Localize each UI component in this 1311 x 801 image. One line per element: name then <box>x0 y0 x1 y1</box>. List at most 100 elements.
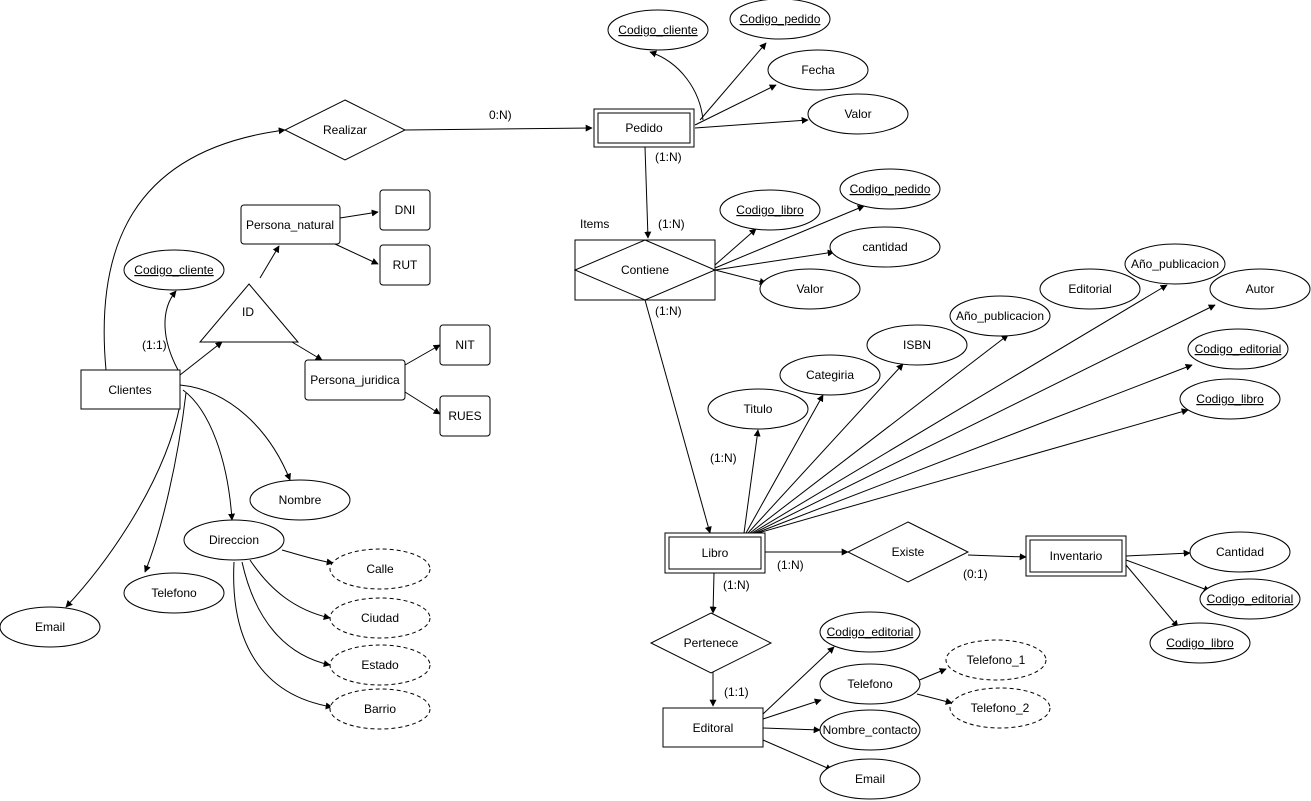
edge-id-persona-juridica <box>291 341 323 361</box>
attribute-items-codigo-pedido-label: Codigo_pedido <box>850 182 931 196</box>
entity-inventario[interactable]: Inventario <box>1025 535 1127 577</box>
attribute-pedido-codigo-cliente-label: Codigo_cliente <box>618 23 698 37</box>
attribute-pedido-fecha[interactable]: Fecha <box>767 49 869 91</box>
attribute-pedido-codigo-pedido[interactable]: Codigo_pedido <box>729 0 831 40</box>
attribute-libro-codigo-libro[interactable]: Codigo_libro <box>1179 378 1281 420</box>
attribute-editoral-email[interactable]: Email <box>819 758 921 800</box>
attribute-inventario-codigo-libro[interactable]: Codigo_libro <box>1149 622 1251 664</box>
attribute-inventario-cantidad-label: Cantidad <box>1216 545 1264 559</box>
entity-pedido[interactable]: Pedido <box>593 108 695 148</box>
attribute-items-valor[interactable]: Valor <box>759 268 861 310</box>
relationship-existe[interactable]: Existe <box>846 521 970 583</box>
edge-inventario-codigo-libro <box>1125 564 1179 628</box>
attribute-clientes-codigo-cliente[interactable]: Codigo_cliente <box>123 249 225 291</box>
edge-pedido-valor <box>694 116 809 129</box>
attribute-clientes-nombre[interactable]: Nombre <box>249 479 351 521</box>
attribute-libro-ano-publicacion-2[interactable]: Año_publicacion <box>1124 243 1226 285</box>
attribute-direccion-barrio[interactable]: Barrio <box>329 688 431 730</box>
attribute-inventario-cantidad[interactable]: Cantidad <box>1189 531 1291 573</box>
relationship-existe-label: Existe <box>892 545 925 559</box>
entity-nit-label: NIT <box>455 338 475 352</box>
entity-editoral[interactable]: Editoral <box>662 707 764 748</box>
attribute-telefono-2[interactable]: Telefono_2 <box>949 687 1051 729</box>
attribute-direccion-calle-label: Calle <box>366 562 394 576</box>
cardinality-contiene-top: (1:N) <box>658 217 685 231</box>
attribute-direccion-barrio-label: Barrio <box>364 702 396 716</box>
attribute-items-valor-label: Valor <box>796 282 823 296</box>
attribute-pedido-fecha-label: Fecha <box>801 63 835 77</box>
entity-dni[interactable]: DNI <box>379 189 431 231</box>
attribute-libro-autor[interactable]: Autor <box>1209 268 1311 310</box>
attribute-clientes-email[interactable]: Email <box>0 606 101 648</box>
cardinality-pertenece-editoral: (1:1) <box>724 685 749 699</box>
edge-libro-codigo-editorial <box>755 363 1193 534</box>
entity-dni-label: DNI <box>395 203 416 217</box>
entity-nit[interactable]: NIT <box>439 324 491 366</box>
edges <box>65 42 1216 771</box>
attribute-items-cantidad[interactable]: cantidad <box>829 226 941 268</box>
edge-libro-autor <box>753 304 1216 534</box>
edge-pedido-codigo-cliente <box>649 50 704 121</box>
relationships: Realizar Existe Pertenece ID <box>198 99 970 674</box>
entity-persona-juridica[interactable]: Persona_juridica <box>304 359 406 401</box>
attribute-clientes-email-label: Email <box>35 620 65 634</box>
relationship-realizar[interactable]: Realizar <box>283 99 407 161</box>
edge-clientes-direccion <box>182 389 236 521</box>
attribute-clientes-telefono-label: Telefono <box>151 586 197 600</box>
entities: Clientes Persona_natural Persona_juridic… <box>80 108 1127 748</box>
associative-entity-contiene[interactable]: Contiene <box>573 239 717 301</box>
attribute-inventario-codigo-editorial[interactable]: Codigo_editorial <box>1199 578 1301 620</box>
attribute-libro-isbn[interactable]: ISBN <box>866 324 968 366</box>
attribute-items-codigo-pedido[interactable]: Codigo_pedido <box>839 168 941 210</box>
entity-persona-natural[interactable]: Persona_natural <box>240 204 341 245</box>
attribute-libro-ano-publicacion[interactable]: Año_publicacion <box>949 295 1051 337</box>
entity-rues[interactable]: RUES <box>439 395 491 437</box>
attribute-libro-titulo[interactable]: Titulo <box>707 388 809 430</box>
entity-clientes[interactable]: Clientes <box>80 369 181 410</box>
attribute-direccion-calle[interactable]: Calle <box>329 548 431 590</box>
attribute-libro-codigo-editorial[interactable]: Codigo_editorial <box>1187 328 1289 370</box>
specialization-id-label: ID <box>242 305 254 319</box>
attribute-libro-editorial[interactable]: Editorial <box>1039 268 1141 310</box>
attribute-editoral-telefono-label: Telefono <box>847 677 893 691</box>
cardinality-libro-existe: (1:N) <box>777 558 804 572</box>
attribute-editoral-nombre-contacto[interactable]: Nombre_contacto <box>819 709 921 751</box>
entity-libro[interactable]: Libro <box>664 532 766 574</box>
attribute-clientes-direccion[interactable]: Direccion <box>183 519 285 561</box>
attribute-editoral-telefono[interactable]: Telefono <box>819 663 921 705</box>
attribute-pedido-valor[interactable]: Valor <box>807 93 909 135</box>
attribute-libro-categiria[interactable]: Categiria <box>779 354 881 396</box>
attribute-telefono-1[interactable]: Telefono_1 <box>945 639 1047 681</box>
relationship-pertenece[interactable]: Pertenece <box>649 612 773 674</box>
edge-libro-codigo-libro <box>757 408 1189 534</box>
attribute-direccion-ciudad[interactable]: Ciudad <box>329 597 431 639</box>
relationship-pertenece-label: Pertenece <box>684 636 739 650</box>
attribute-libro-codigo-editorial-label: Codigo_editorial <box>1195 342 1282 356</box>
attribute-direccion-estado[interactable]: Estado <box>329 644 431 686</box>
edge-editoral-email <box>762 739 833 771</box>
edge-id-persona-natural <box>259 245 280 279</box>
attribute-clientes-telefono[interactable]: Telefono <box>123 572 225 614</box>
edge-pedido-codigo-pedido <box>699 42 767 121</box>
edge-inventario-cantidad <box>1125 549 1191 557</box>
attribute-items-cantidad-label: cantidad <box>862 240 907 254</box>
edge-contiene-libro <box>644 299 712 534</box>
edge-clientes-nombre <box>179 384 291 481</box>
specialization-id-triangle[interactable]: ID <box>198 283 300 343</box>
edge-persona-natural-dni <box>339 209 379 219</box>
entity-rut[interactable]: RUT <box>379 244 431 286</box>
cardinality-libro-top: (1:N) <box>710 451 737 465</box>
attribute-libro-editorial-label: Editorial <box>1068 282 1111 296</box>
entity-persona-juridica-label: Persona_juridica <box>310 373 400 387</box>
edge-editoral-telefono <box>762 698 822 720</box>
relationship-contiene-label: Contiene <box>621 263 669 277</box>
attribute-items-codigo-libro[interactable]: Codigo_libro <box>719 189 821 231</box>
attribute-editoral-codigo-editorial[interactable]: Codigo_editorial <box>819 611 921 653</box>
entity-clientes-label: Clientes <box>108 383 151 397</box>
attribute-pedido-codigo-cliente[interactable]: Codigo_cliente <box>607 9 709 51</box>
edge-contiene-valor <box>714 269 767 285</box>
entity-inventario-label: Inventario <box>1050 549 1103 563</box>
cardinality-realizar-pedido: 0:N) <box>489 108 512 122</box>
